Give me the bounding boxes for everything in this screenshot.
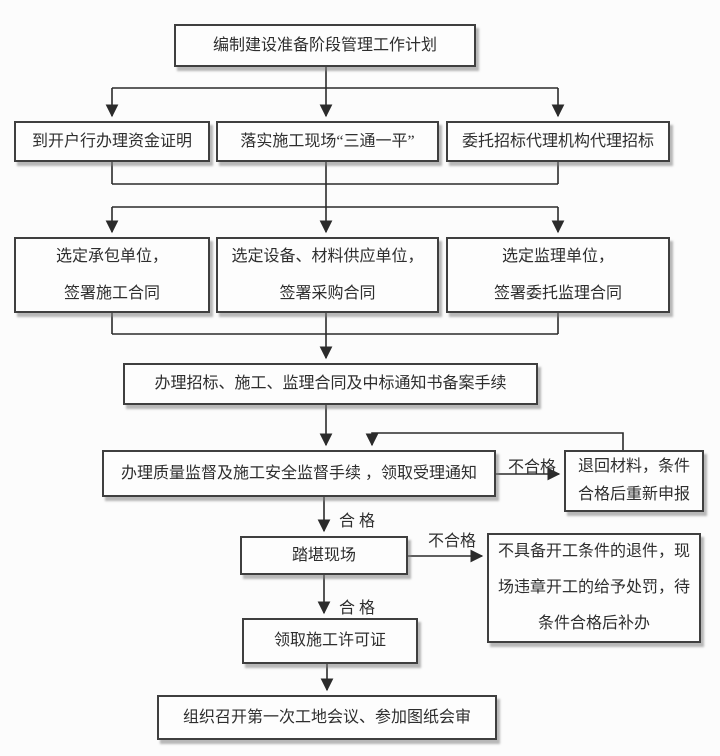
box-construction-permit: 领取施工许可证 (242, 618, 418, 664)
box-quality-supervision: 办理质量监督及施工安全监督手续 ，领取受理通知 (102, 450, 496, 497)
label-unqualified-1: 不合格 (508, 459, 557, 476)
box-return-materials: 退回材料，条件 合格后重新申报 (564, 450, 704, 512)
box-filing-text: 办理招标、施工、监理合同及中标通知书备案手续 (154, 375, 507, 392)
box-supervisor-text: 选定监理单位， 签署委托监理合同 (493, 248, 622, 302)
box-supplier-text: 选定设备、材料供应单位， 签署采购合同 (231, 248, 424, 302)
box-site-survey: 踏堪现场 (240, 536, 408, 575)
box-reject-penalty-text: 不具备开工条件的退件，现 场违章开工的给予处罚，待 条件合格后补办 (497, 543, 690, 632)
box-first-meeting: 组织召开第一次工地会议、参加图纸会审 (157, 695, 497, 740)
box-site-survey-text: 踏堪现场 (291, 546, 356, 564)
box-fund-certificate-text: 到开户行办理资金证明 (31, 132, 192, 150)
label-qualified-1: 合 格 (339, 513, 376, 530)
box-filing: 办理招标、施工、监理合同及中标通知书备案手续 (123, 363, 538, 405)
box-fund-certificate: 到开户行办理资金证明 (14, 121, 210, 162)
box-supervisor: 选定监理单位， 签署委托监理合同 (446, 237, 670, 313)
box-first-meeting-text: 组织召开第一次工地会议、参加图纸会审 (182, 708, 471, 726)
box-return-materials-text: 退回材料，条件 合格后重新申报 (577, 458, 690, 503)
box-quality-supervision-text: 办理质量监督及施工安全监督手续 ，领取受理通知 (120, 464, 477, 482)
box-reject-penalty: 不具备开工条件的退件，现 场违章开工的给予处罚，待 条件合格后补办 (487, 533, 701, 643)
box-contractor: 选定承包单位， 签署施工合同 (14, 237, 210, 313)
box-supplier: 选定设备、材料供应单位， 签署采购合同 (216, 237, 439, 313)
label-qualified-2: 合 格 (339, 600, 376, 617)
box-plan: 编制建设准备阶段管理工作计划 (174, 24, 476, 67)
label-unqualified-2: 不合格 (428, 533, 477, 550)
box-plan-text: 编制建设准备阶段管理工作计划 (212, 36, 437, 54)
box-bidding-agency: 委托招标代理机构代理招标 (446, 121, 670, 162)
box-site-preparation-text: 落实施工现场“三通一平” (240, 132, 415, 150)
box-bidding-agency-text: 委托招标代理机构代理招标 (461, 132, 654, 150)
box-contractor-text: 选定承包单位， 签署施工合同 (55, 248, 168, 302)
arrow-return-feedback (365, 432, 624, 450)
box-construction-permit-text: 领取施工许可证 (273, 632, 386, 649)
box-site-preparation: 落实施工现场“三通一平” (216, 121, 439, 162)
